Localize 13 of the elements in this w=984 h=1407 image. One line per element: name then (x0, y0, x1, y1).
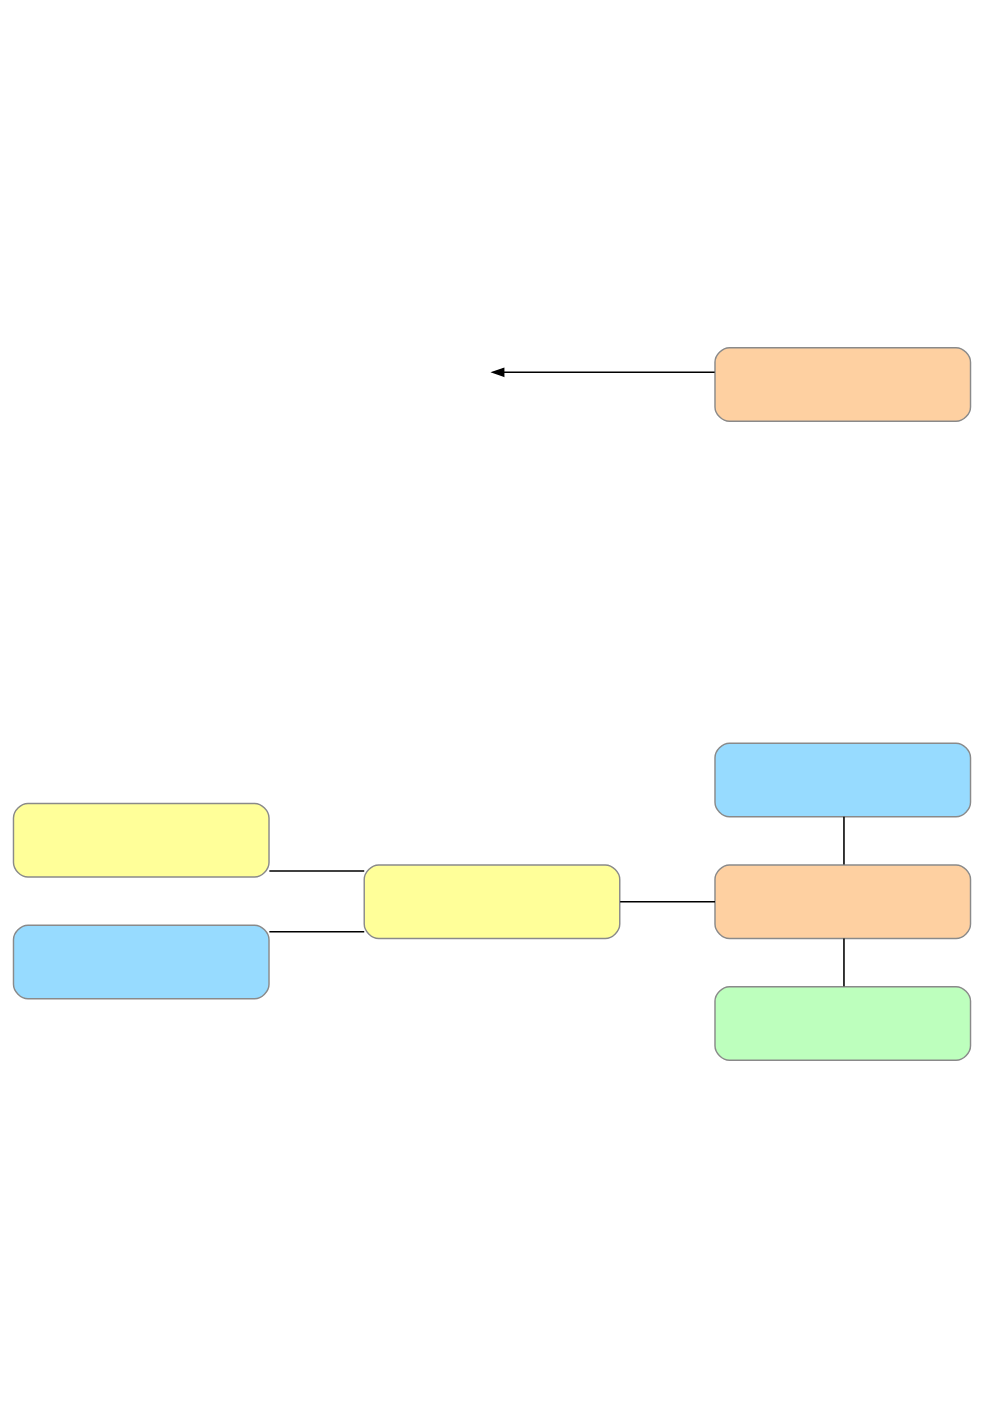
connector (268, 930, 365, 933)
node-box (12, 923, 270, 999)
connector (843, 937, 845, 987)
node-box (714, 985, 972, 1061)
arrow (490, 366, 716, 377)
connector (268, 869, 365, 872)
node-box (714, 863, 972, 939)
connector (619, 900, 716, 902)
node-box (714, 741, 972, 817)
node-box (714, 346, 972, 422)
node-box (363, 863, 621, 939)
connector (843, 815, 845, 865)
node-box (12, 802, 270, 878)
